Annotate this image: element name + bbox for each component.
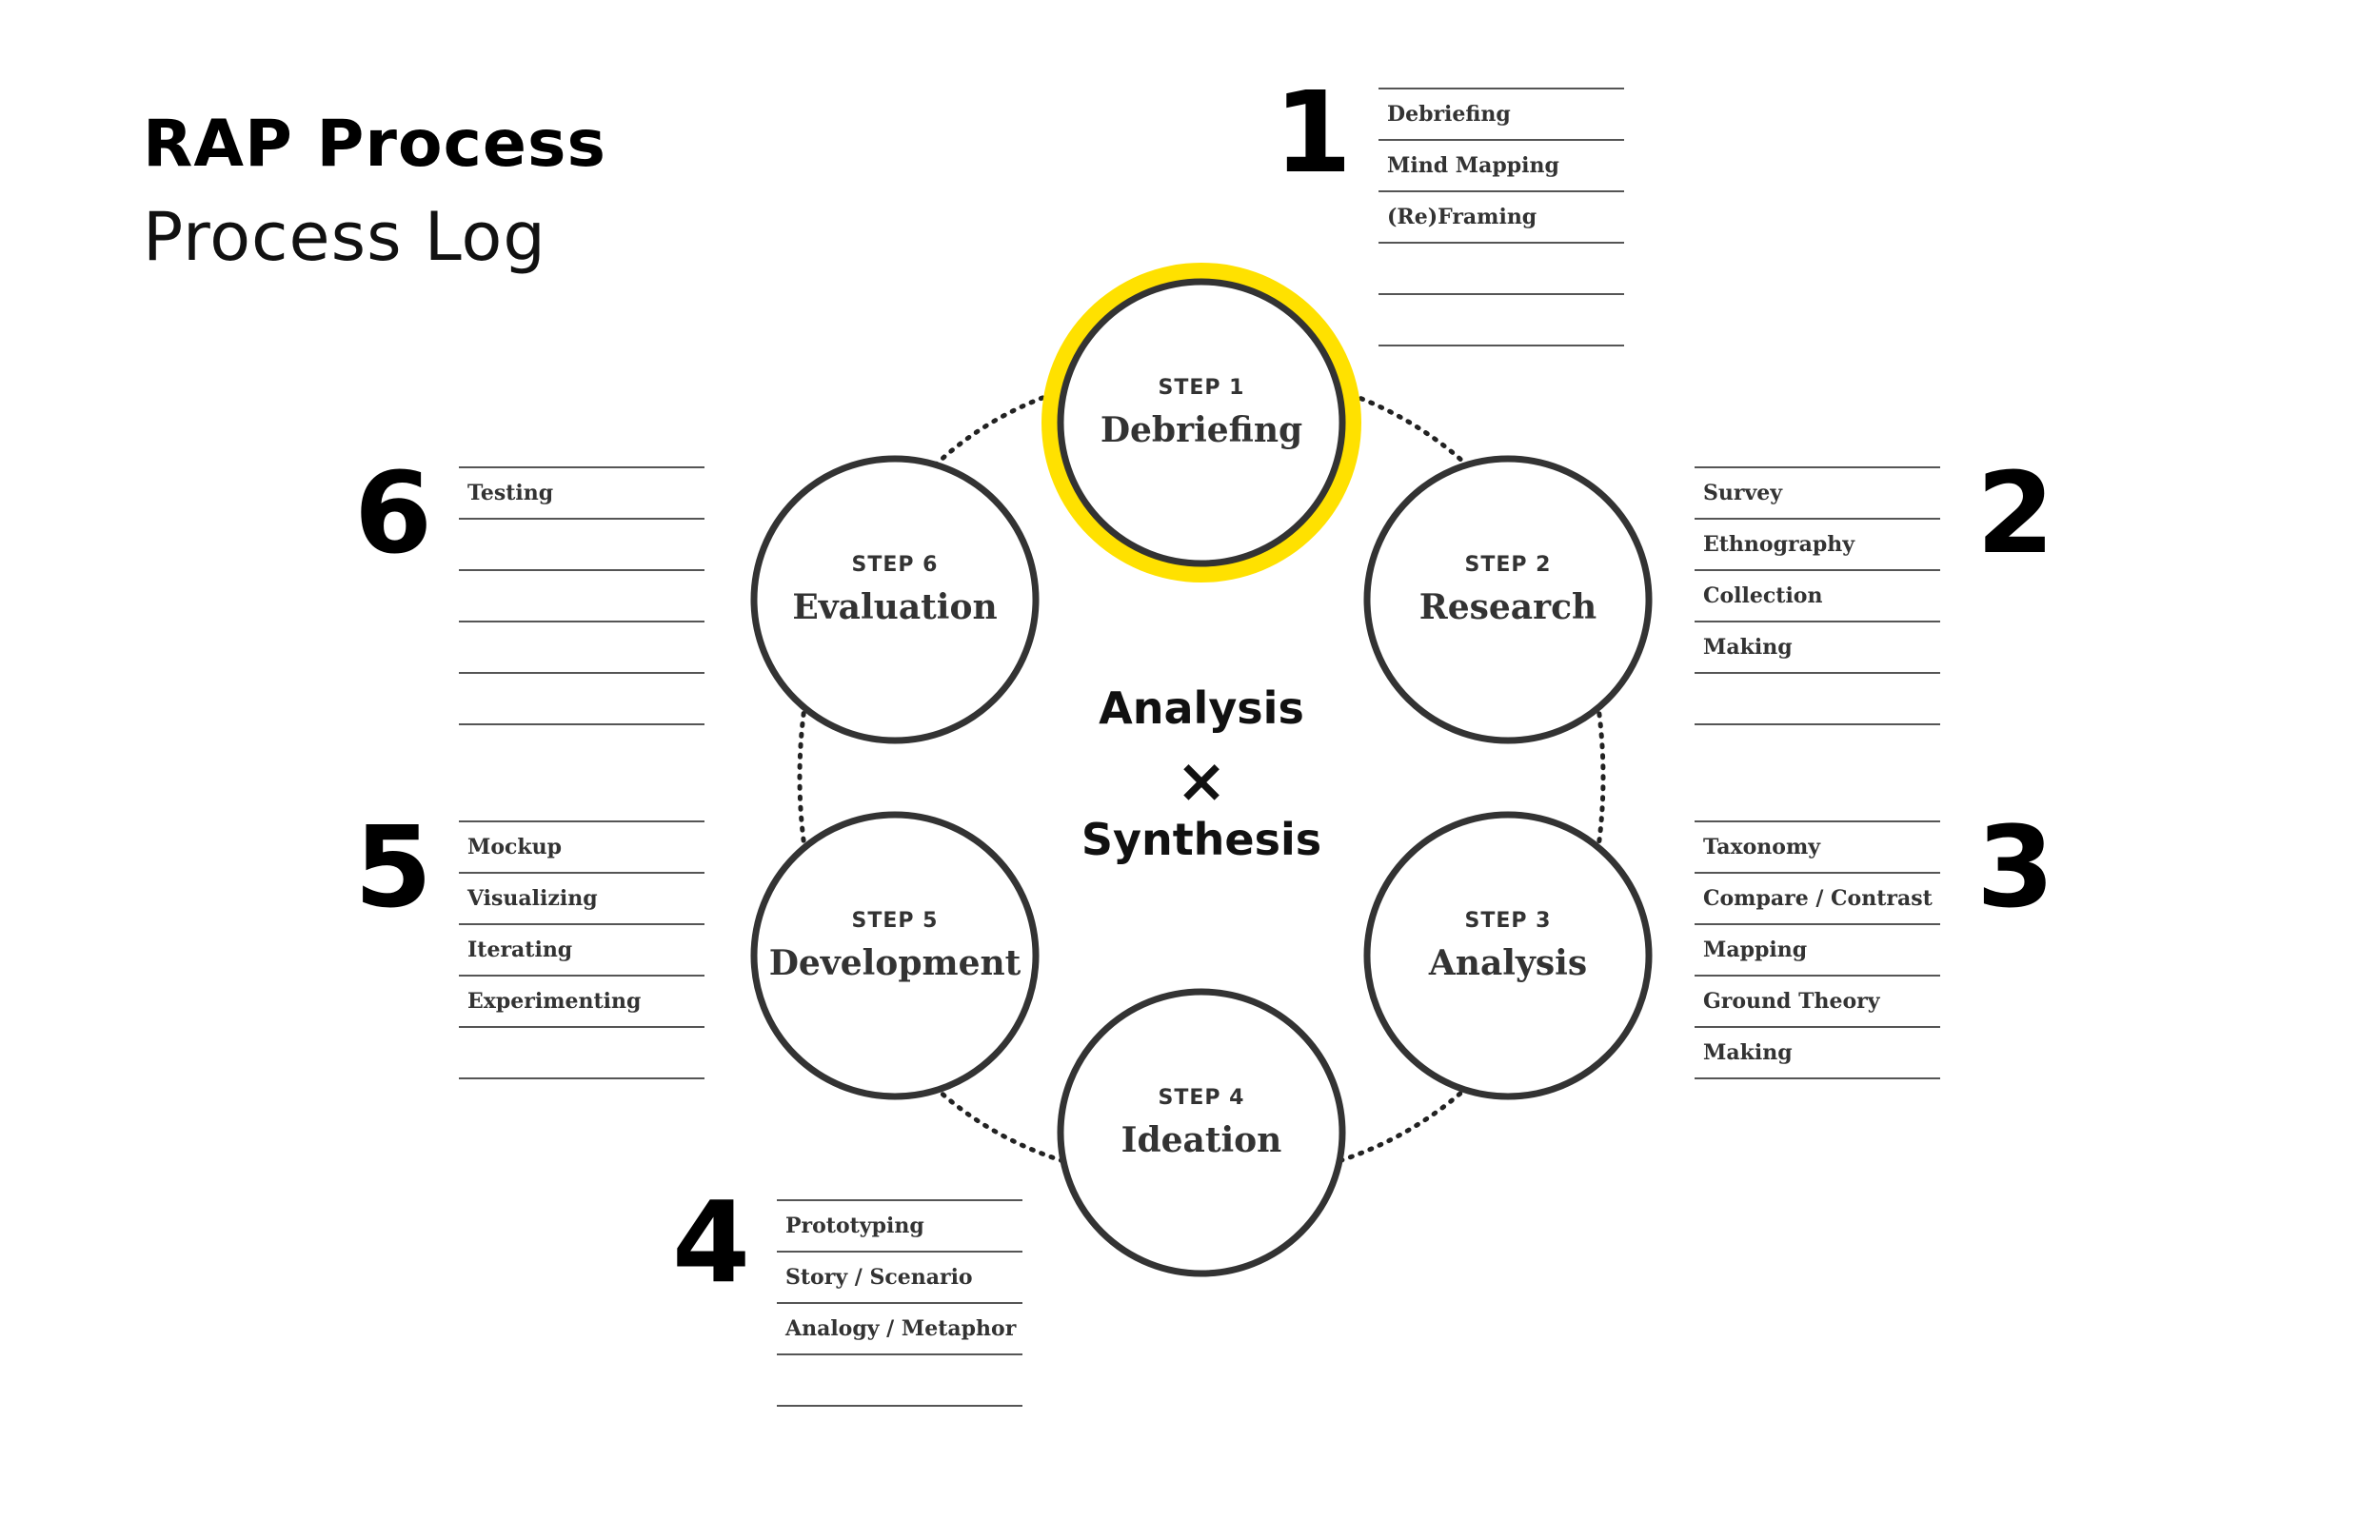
list-item: Experimenting <box>459 977 704 1028</box>
step-label: STEP 3 <box>1465 909 1552 933</box>
step-label: STEP 4 <box>1159 1086 1245 1110</box>
step-name: Debriefing <box>1101 410 1302 450</box>
center-text-analysis: Analysis <box>1099 682 1304 734</box>
list-item: Taxonomy <box>1695 822 1940 874</box>
step-5-method-list: Mockup Visualizing Iterating Experimenti… <box>459 820 704 1079</box>
list-item: Collection <box>1695 571 1940 622</box>
list-item: Debriefing <box>1378 89 1624 141</box>
step-3-circle: STEP 3 Analysis <box>1363 811 1653 1100</box>
list-item: Survey <box>1695 468 1940 520</box>
step-1-method-list: Debriefing Mind Mapping (Re)Framing <box>1378 88 1624 346</box>
step-name: Ideation <box>1121 1120 1282 1160</box>
step-number-5: 5 <box>354 801 433 933</box>
step-number-3: 3 <box>1976 801 2055 933</box>
list-item: Mockup <box>459 822 704 874</box>
step-ring <box>1363 455 1653 744</box>
list-item: Testing <box>459 468 704 520</box>
step-6-circle: STEP 6 Evaluation <box>750 455 1040 744</box>
list-item <box>459 520 704 571</box>
list-item <box>777 1355 1022 1407</box>
list-item: (Re)Framing <box>1378 192 1624 244</box>
step-ring <box>1363 811 1653 1100</box>
step-name: Evaluation <box>792 587 997 627</box>
list-item <box>1695 674 1940 725</box>
list-item: Analogy / Metaphor <box>777 1304 1022 1355</box>
list-item <box>1378 244 1624 295</box>
list-item: Prototyping <box>777 1201 1022 1253</box>
step-label: STEP 5 <box>852 909 939 933</box>
list-item: Ethnography <box>1695 520 1940 571</box>
step-2-method-list: Survey Ethnography Collection Making <box>1695 466 1940 725</box>
page-title: RAP Process <box>143 107 606 182</box>
step-ring <box>750 811 1040 1100</box>
list-item: Compare / Contrast <box>1695 874 1940 925</box>
step-number-2: 2 <box>1976 447 2055 579</box>
step-5-circle: STEP 5 Development <box>750 811 1040 1100</box>
list-item <box>459 622 704 674</box>
list-item <box>459 571 704 622</box>
list-item: Visualizing <box>459 874 704 925</box>
step-ring <box>1057 988 1346 1277</box>
list-item <box>1378 295 1624 346</box>
list-item: Iterating <box>459 925 704 977</box>
step-number-4: 4 <box>672 1176 751 1308</box>
center-text-synthesis: Synthesis <box>1081 814 1321 865</box>
list-item: Mind Mapping <box>1378 141 1624 192</box>
list-item: Story / Scenario <box>777 1253 1022 1304</box>
step-1-circle: STEP 1 Debriefing <box>1041 263 1361 582</box>
list-item: Mapping <box>1695 925 1940 977</box>
step-label: STEP 1 <box>1159 376 1245 400</box>
list-item <box>459 674 704 725</box>
step-6-method-list: Testing <box>459 466 704 725</box>
times-icon: × <box>1176 746 1227 817</box>
step-ring <box>750 455 1040 744</box>
step-label: STEP 2 <box>1465 553 1552 577</box>
step-ring <box>1057 278 1346 567</box>
step-2-circle: STEP 2 Research <box>1363 455 1653 744</box>
list-item: Ground Theory <box>1695 977 1940 1028</box>
list-item: Making <box>1695 1028 1940 1079</box>
step-name: Research <box>1419 587 1597 627</box>
step-number-6: 6 <box>354 447 433 579</box>
step-label: STEP 6 <box>852 553 939 577</box>
step-number-1: 1 <box>1274 67 1353 198</box>
step-name: Development <box>769 943 1021 983</box>
step-4-method-list: Prototyping Story / Scenario Analogy / M… <box>777 1199 1022 1407</box>
step-4-circle: STEP 4 Ideation <box>1057 988 1346 1277</box>
page-subtitle: Process Log <box>143 198 546 276</box>
center-label: Analysis × Synthesis <box>1081 682 1321 865</box>
list-item <box>459 1028 704 1079</box>
list-item: Making <box>1695 622 1940 674</box>
step-name: Analysis <box>1428 943 1587 983</box>
step-3-method-list: Taxonomy Compare / Contrast Mapping Grou… <box>1695 820 1940 1079</box>
